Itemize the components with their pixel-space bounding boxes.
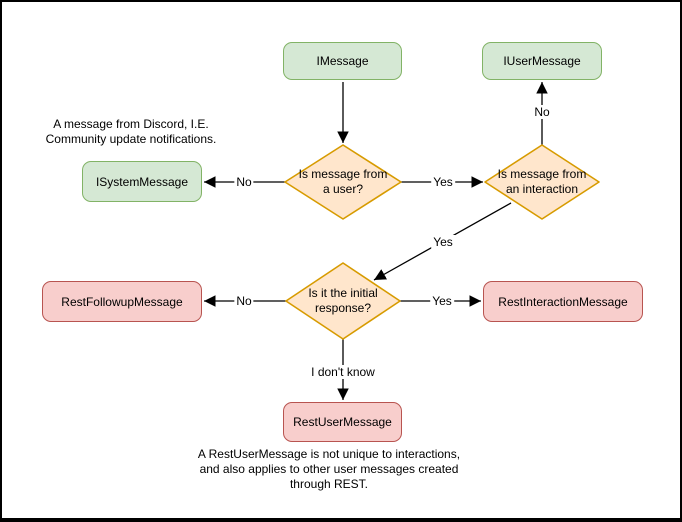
edge-label-dont-know: I don't know [309,365,377,379]
diamond-q-user [284,144,402,220]
node-restfollowupmessage-label: RestFollowupMessage [61,294,183,309]
edge-label-no-isystemmessage: No [234,175,254,189]
diamond-q-initial [285,262,401,340]
node-isystemmessage: ISystemMessage [82,161,202,202]
node-restinteractionmessage: RestInteractionMessage [483,281,643,322]
diamond-q-interaction [484,144,600,220]
note-restusermessage: A RestUserMessage is not unique to inter… [197,447,461,491]
node-imessage: IMessage [283,42,402,80]
edge-label-yes-restinteractionmessage: Yes [430,294,454,308]
edge-label-no-iusermessage: No [532,105,552,119]
node-restusermessage: RestUserMessage [283,402,402,442]
node-iusermessage: IUserMessage [482,42,602,80]
note-isystemmessage: A message from Discord, I.E. Community u… [45,117,217,146]
edge-label-yes-q-initial: Yes [431,235,455,249]
node-restusermessage-label: RestUserMessage [293,415,392,429]
node-restfollowupmessage: RestFollowupMessage [42,281,202,322]
node-iusermessage-label: IUserMessage [503,54,581,68]
node-imessage-label: IMessage [316,54,369,68]
node-isystemmessage-label: ISystemMessage [95,174,189,189]
edge-label-yes-q-interaction: Yes [431,175,455,189]
edge-label-no-restfollowupmessage: No [234,294,254,308]
node-restinteractionmessage-label: RestInteractionMessage [498,294,628,309]
